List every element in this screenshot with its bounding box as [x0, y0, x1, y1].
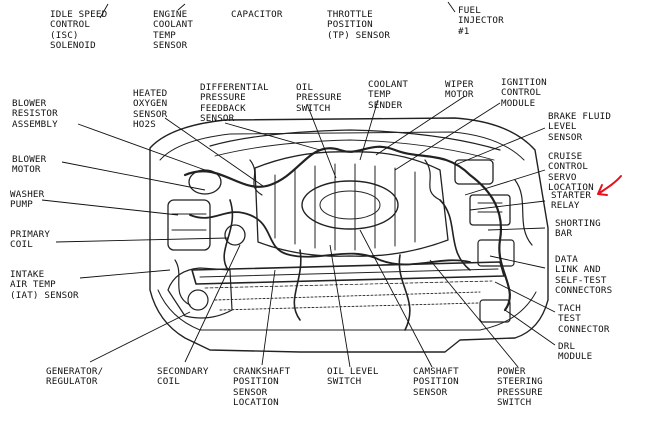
leader-differential — [224, 122, 321, 151]
label-heated-oxygen-sensor: HEATED OXYGEN SENSOR HO2S — [133, 88, 168, 131]
label-generator-regulator: GENERATOR/ REGULATOR — [46, 366, 104, 388]
label-capacitor: CAPACITOR — [231, 9, 283, 20]
firewall — [209, 129, 501, 151]
label-crankshaft-position-sensor-location: CRANKSHAFT POSITION SENSOR LOCATION — [233, 366, 291, 409]
label-shorting-bar: SHORTING BAR — [555, 218, 601, 240]
leader-lines — [41, 1, 556, 368]
label-secondary-coil: SECONDARY COIL — [157, 366, 209, 388]
right-connector-block — [477, 239, 515, 267]
label-fuel-injector: FUEL INJECTOR #1 — [458, 5, 504, 37]
brake-master-cylinder — [454, 159, 494, 185]
label-differential-pressure-feedback-sensor: DIFFERENTIAL PRESSURE FEEDBACK SENSOR — [200, 82, 269, 125]
leader-engine-coolant — [177, 3, 186, 11]
leader-blower-motor — [61, 161, 206, 191]
engine-bay-outline — [149, 117, 549, 353]
leader-oil-level — [329, 244, 351, 368]
leader-ignition — [394, 102, 501, 171]
primary-coil-body — [224, 224, 246, 246]
leader-starter — [469, 200, 546, 211]
label-blower-motor: BLOWER MOTOR — [12, 154, 47, 176]
engine-block — [254, 151, 449, 257]
label-oil-level-switch: OIL LEVEL SWITCH — [327, 366, 379, 388]
leader-camshaft — [359, 229, 433, 368]
label-wiper-motor: WIPER MOTOR — [445, 79, 474, 101]
leader-oil-pressure — [306, 103, 337, 179]
leader-brake-fluid — [454, 127, 546, 166]
leader-cruise — [464, 169, 546, 196]
label-camshaft-position-sensor: CAMSHAFT POSITION SENSOR — [413, 366, 459, 398]
label-blower-resistor-assembly: BLOWER RESISTOR ASSEMBLY — [12, 98, 58, 130]
leader-shorting-bar — [487, 227, 546, 231]
leader-intake-air — [79, 269, 171, 279]
leader-heated-oxygen — [164, 117, 264, 187]
leader-data-link — [489, 255, 546, 269]
label-cruise-control-servo-location: CRUISE CONTROL SERVO LOCATION — [548, 151, 594, 194]
drl-module-body — [479, 299, 511, 323]
washer-reservoir — [167, 199, 211, 251]
leader-wiper — [375, 95, 466, 156]
label-brake-fluid-level-sensor: BRAKE FLUID LEVEL SENSOR — [548, 111, 612, 143]
leader-washer — [41, 199, 179, 216]
leader-primary-coil — [55, 237, 229, 243]
label-primary-coil: PRIMARY COIL — [10, 229, 51, 251]
leader-blower-resistor — [77, 123, 206, 171]
label-starter-relay: STARTER RELAY — [551, 190, 592, 212]
leader-fuel-injector — [447, 1, 456, 13]
battery-generator-area — [167, 267, 233, 319]
label-intake-air-temp-sensor: INTAKE AIR TEMP (IAT) SENSOR — [10, 269, 79, 301]
label-data-link-self-test-connectors: DATA LINK AND SELF-TEST CONNECTORS — [555, 254, 613, 297]
label-washer-pump: WASHER PUMP — [10, 189, 45, 211]
label-drl-module: DRL MODULE — [558, 341, 593, 363]
air-cleaner — [301, 180, 399, 230]
label-oil-pressure-switch: OIL PRESSURE SWITCH — [296, 82, 342, 114]
leader-drl — [504, 309, 556, 346]
label-throttle-position-sensor: THROTTLE POSITION (TP) SENSOR — [327, 9, 391, 41]
label-power-steering-pressure-switch: POWER STEERING PRESSURE SWITCH — [497, 366, 543, 409]
red-annotation-arrow — [597, 175, 622, 196]
relay-box — [469, 194, 511, 226]
leader-tach — [494, 281, 556, 313]
engine-bay-drawing — [149, 117, 549, 353]
leader-idle-speed — [99, 3, 109, 19]
label-engine-coolant-temp-sensor: ENGINE COOLANT TEMP SENSOR — [153, 9, 194, 52]
leader-secondary-coil — [184, 244, 241, 363]
wiring-harness — [183, 145, 511, 312]
label-tach-test-connector: TACH TEST CONNECTOR — [558, 303, 610, 335]
leader-power-steering — [429, 259, 519, 368]
label-ignition-control-module: IGNITION CONTROL MODULE — [501, 77, 547, 109]
leader-coolant-sender — [359, 99, 379, 161]
leader-generator — [89, 311, 191, 363]
label-coolant-temp-sender: COOLANT TEMP SENDER — [368, 79, 409, 111]
leader-crankshaft — [261, 269, 276, 366]
label-idle-speed-control-solenoid: IDLE SPEED CONTROL (ISC) SOLENOID — [50, 9, 108, 52]
